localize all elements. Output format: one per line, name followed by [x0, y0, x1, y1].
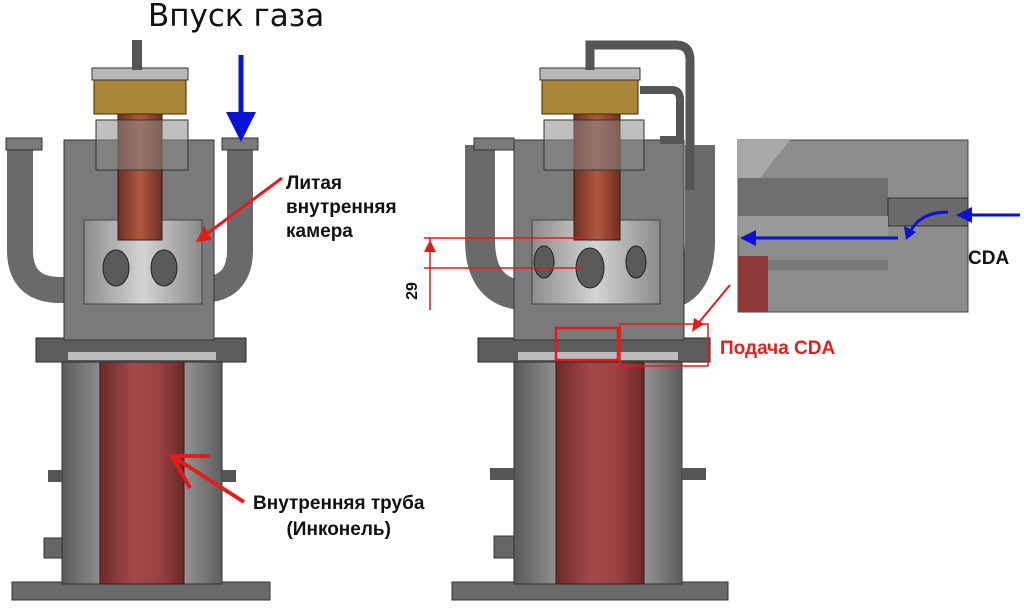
inner-tube-left	[99, 361, 185, 585]
inner-tube-right	[555, 361, 645, 585]
cast-chamber-label: Литая внутренняя камера	[286, 173, 397, 242]
cda-label: CDA	[968, 248, 1010, 269]
cda-supply-label: Подача CDA	[720, 338, 836, 359]
dimension-29	[424, 237, 582, 310]
gas-inlet-label: Впуск газа	[148, 0, 325, 34]
left-assembly	[5, 40, 271, 601]
dimension-text: 29	[404, 282, 421, 300]
cda-flow-arrows	[740, 207, 1020, 246]
gas-inlet-arrow	[226, 55, 256, 142]
right-assembly	[451, 40, 729, 601]
tube-pointer-arrow	[165, 454, 246, 504]
dimension-value: 29	[404, 282, 421, 300]
cda-inset-detail	[737, 139, 969, 313]
inner-tube-label: Внутренняя труба (Инконель)	[253, 493, 425, 540]
chamber-pointer-arrow	[196, 176, 283, 242]
cda-supply-pointer	[692, 284, 731, 332]
